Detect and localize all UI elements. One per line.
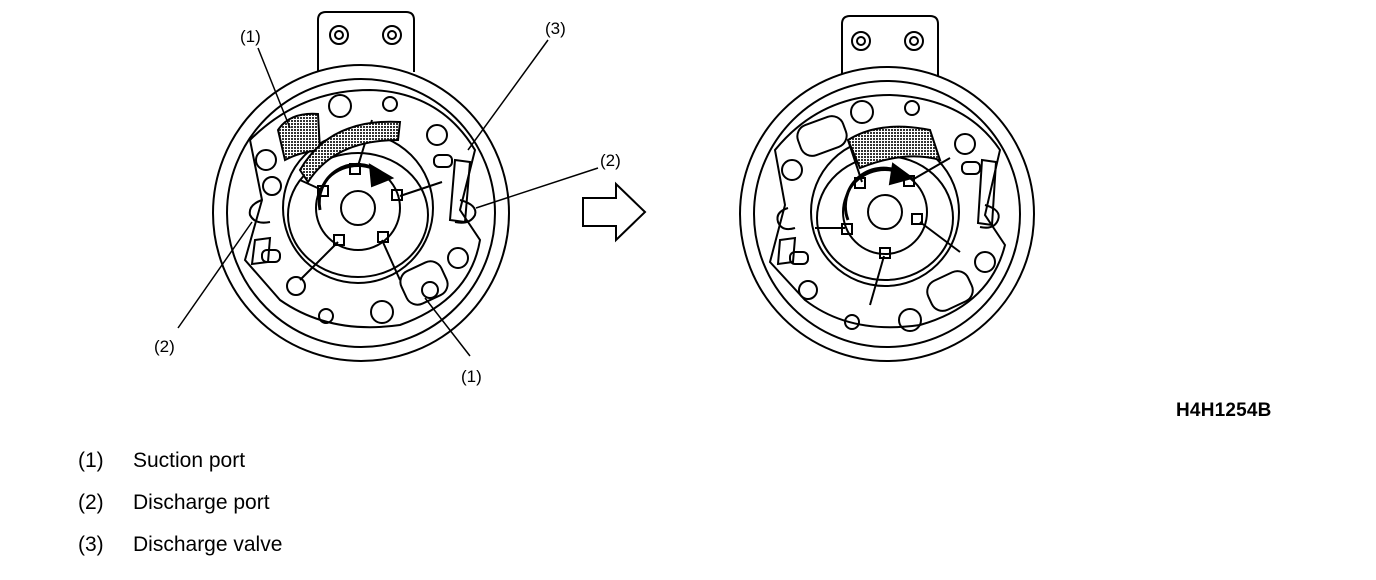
right-housing — [739, 66, 1035, 362]
left-shaft — [340, 190, 376, 226]
legend-label: Discharge port — [133, 491, 270, 514]
transition-arrow — [582, 181, 647, 243]
callout-left-suction-bottom: (1) — [461, 367, 482, 386]
right-rotor — [842, 169, 928, 255]
compressor-diagram: (1) (3) (2) (2) (1) — [154, 11, 1035, 386]
left-suction-port-bottom — [399, 260, 449, 306]
callout-left-discharge-right: (2) — [600, 151, 621, 170]
right-shaft — [867, 194, 903, 230]
callout-left-valve: (3) — [545, 19, 566, 38]
left-compressor — [177, 11, 599, 362]
legend: (1) Suction port (2) Discharge port (3) … — [78, 449, 282, 575]
legend-item: (3) Discharge valve — [78, 533, 282, 575]
callout-left-discharge-left: (2) — [154, 337, 175, 356]
legend-item: (1) Suction port — [78, 449, 282, 491]
legend-label: Discharge valve — [133, 533, 283, 556]
left-discharge-valve-right — [448, 158, 472, 224]
callout-left-suction-top: (1) — [240, 27, 261, 46]
legend-number: (1) — [78, 449, 104, 472]
legend-number: (3) — [78, 533, 104, 556]
legend-label: Suction port — [133, 449, 246, 472]
legend-item: (2) Discharge port — [78, 491, 282, 533]
figure-code: H4H1254B — [1176, 400, 1272, 421]
legend-number: (2) — [78, 491, 104, 514]
right-compressor — [739, 15, 1035, 362]
left-discharge-port-left — [248, 199, 271, 224]
